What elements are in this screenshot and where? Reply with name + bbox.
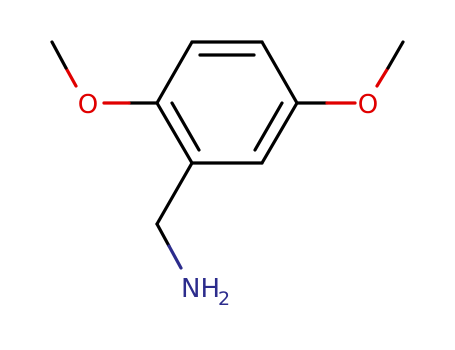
ring-bond-top-right <box>260 40 299 105</box>
aminomethyl-group <box>155 161 194 270</box>
oxygen-label-right: O <box>358 90 378 120</box>
oxygen-label-left: O <box>78 90 98 120</box>
ring-bond-top-left <box>155 40 194 105</box>
right-methoxy-group <box>295 40 405 105</box>
bond-ch2-to-n-blue <box>167 244 183 270</box>
ring-bond-bottom-left <box>155 101 194 165</box>
ring-double-bond-right <box>253 101 284 152</box>
bond-o2-to-methyl-black <box>386 40 405 70</box>
benzene-ring <box>155 40 299 165</box>
bond-ring-to-ch2 <box>155 161 194 226</box>
amine-label: NH <box>181 274 220 304</box>
ring-double-bond-left <box>170 101 201 152</box>
bond-o2-to-methyl-red <box>375 66 390 88</box>
left-methoxy-group <box>50 40 159 105</box>
amine-subscript: 2 <box>218 288 230 310</box>
bond-o1-to-methyl-black <box>50 40 68 70</box>
bond-ch2-to-n-black <box>155 222 171 248</box>
bond-o1-to-methyl-red <box>64 66 78 88</box>
ring-bond-bottom-right <box>260 101 299 165</box>
